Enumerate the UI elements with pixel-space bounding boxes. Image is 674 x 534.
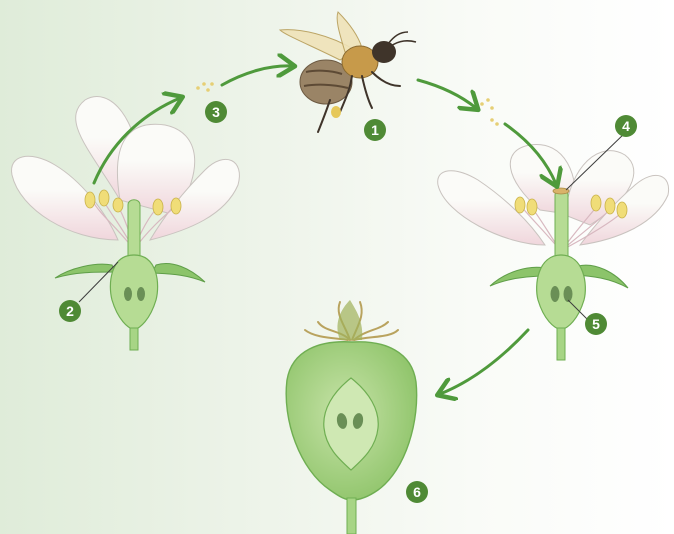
- fruit-stalk: [347, 498, 356, 534]
- stem: [130, 328, 138, 350]
- sepal-left: [55, 264, 115, 278]
- anther: [591, 195, 601, 211]
- pollen-basket: [331, 106, 341, 118]
- ovule: [551, 286, 560, 302]
- pollen-dots-icon: [480, 98, 499, 126]
- stem: [557, 328, 565, 360]
- arrow-icon: [418, 80, 476, 108]
- marker-stigma: 4: [615, 115, 637, 137]
- pollen-dots-icon: [196, 82, 214, 92]
- anther: [617, 202, 627, 218]
- style: [555, 190, 568, 262]
- arrow-icon: [222, 66, 292, 85]
- anther: [515, 197, 525, 213]
- ovule: [564, 286, 573, 302]
- bee-icon: [280, 12, 416, 132]
- marker-ovary-flower-1: 2: [59, 300, 81, 322]
- anther: [605, 198, 615, 214]
- ovary: [110, 255, 157, 330]
- sepal-right: [152, 264, 205, 282]
- ovary: [537, 255, 586, 330]
- anther: [85, 192, 95, 208]
- fruit: [286, 300, 417, 534]
- arrow-icon: [440, 330, 528, 394]
- anther: [527, 199, 537, 215]
- anther: [99, 190, 109, 206]
- anther: [153, 199, 163, 215]
- marker-fruit: 6: [406, 481, 428, 503]
- anther: [171, 198, 181, 214]
- marker-ovary-flower-2: 5: [585, 313, 607, 335]
- marker-bee: 1: [364, 119, 386, 141]
- ovule: [137, 287, 145, 301]
- anther: [113, 198, 123, 212]
- marker-pollen: 3: [205, 101, 227, 123]
- style: [128, 200, 140, 262]
- ovule: [124, 287, 132, 301]
